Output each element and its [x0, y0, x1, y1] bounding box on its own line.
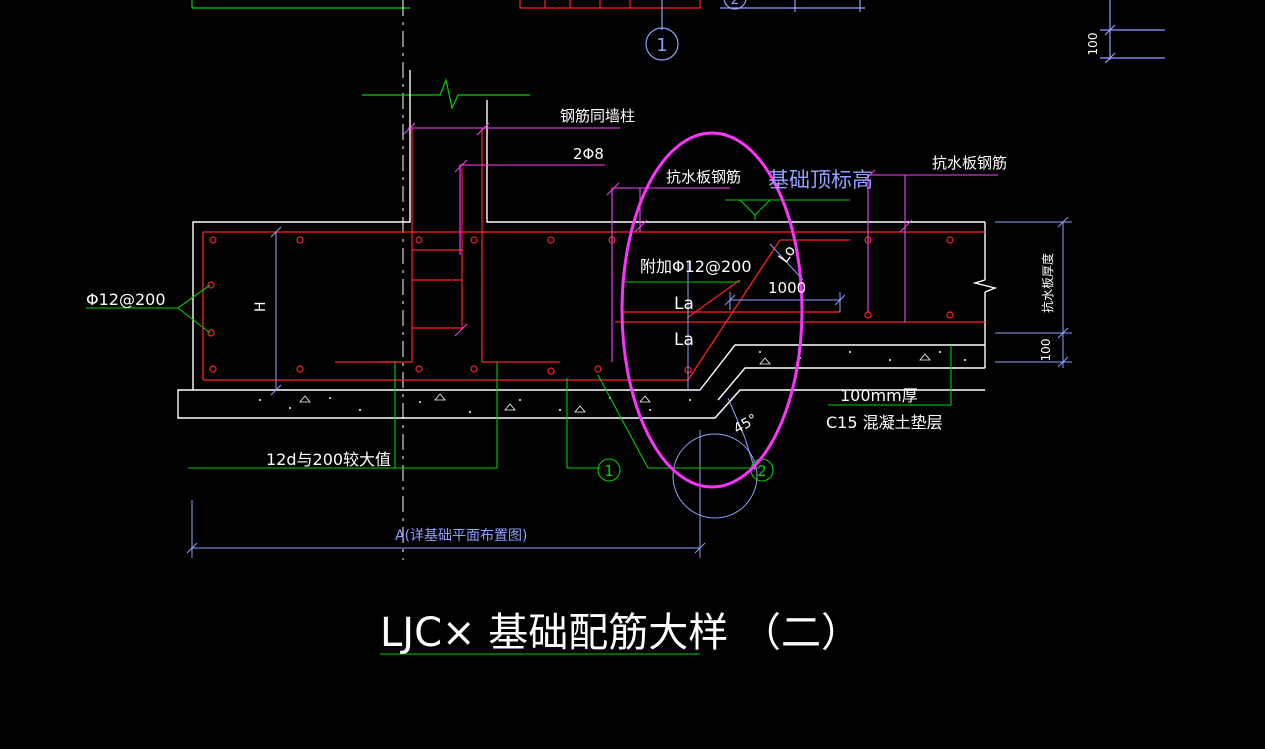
additional-rebar-bend: [686, 279, 741, 319]
magenta-leaders: [408, 127, 998, 362]
drawing-title: LJC× 基础配筋大样 （二）: [380, 610, 861, 656]
label-max-value: 12d与200较大值: [266, 450, 391, 469]
label-la-lower: La: [674, 330, 694, 350]
bent-rebar: [687, 239, 781, 381]
green-leaders: [86, 199, 952, 655]
rebar-lines: [202, 231, 985, 381]
top-cropped-rebar-block: [519, 0, 701, 9]
label-h: H: [253, 301, 269, 312]
dimension-lines: [186, 216, 1072, 558]
callout-number-2: 2: [757, 462, 767, 480]
callout-circle-top: [645, 27, 679, 61]
leader-callout-2: [597, 374, 760, 469]
label-slab-rebar-left: 抗水板钢筋: [666, 168, 741, 186]
callout-number-top: 1: [656, 35, 667, 56]
callout-circle-1: [597, 458, 621, 482]
label-foundation-top: 基础顶标高: [768, 168, 873, 192]
angle-leader: [727, 397, 746, 439]
cushion-hatch-triangles: [299, 353, 931, 413]
column-rebar: [335, 128, 560, 363]
label-2phi8: 2Φ8: [573, 145, 604, 163]
label-wall-rebar: 钢筋同墙柱: [560, 107, 635, 125]
callout-number-top-partial: 2: [731, 0, 740, 8]
label-slab-rebar-right: 抗水板钢筋: [932, 154, 1007, 172]
top-cropped-detail: [191, 0, 1165, 64]
elevation-symbol: [739, 199, 771, 216]
rebar-dots: [207, 236, 954, 375]
callout-number-1: 1: [604, 462, 614, 480]
top-partial-callout-circle: [723, 0, 747, 10]
label-dim-100-right: 100: [1039, 339, 1053, 362]
leader-cushion: [828, 345, 952, 406]
top-right-dim-tick: [1104, 52, 1116, 64]
leader-callout-1: [566, 378, 600, 469]
angle-arc-circle: [672, 433, 758, 519]
label-dim-a: A(详基础平面布置图): [395, 527, 528, 544]
label-additional-rebar: 附加Φ12@200: [640, 257, 752, 276]
dim-100-top-label: 100: [1086, 33, 1100, 56]
wall-break-symbol: [362, 77, 530, 110]
label-phi12: Φ12@200: [86, 290, 166, 309]
highlight-ellipse: [620, 131, 804, 489]
label-la-upper: La: [674, 294, 694, 314]
top-right-dim-tick: [1104, 24, 1116, 36]
label-cushion-thickness: 100mm厚: [840, 386, 918, 405]
label-dim-1000: 1000: [768, 279, 806, 297]
label-cushion-material: C15 混凝土垫层: [826, 413, 943, 432]
label-slab-thickness: 抗水板厚度: [1040, 253, 1055, 313]
leader-ticks: [402, 122, 913, 337]
leader-12d: [188, 362, 498, 469]
